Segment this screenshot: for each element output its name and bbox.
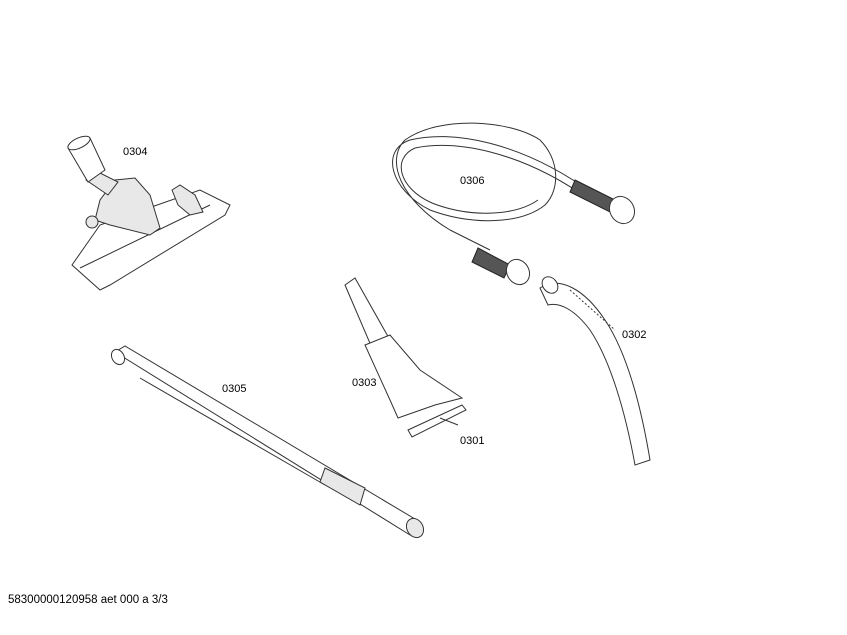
label-0306: 0306 — [460, 175, 485, 187]
part-0306-suction-hose — [392, 122, 636, 286]
part-0304-floor-nozzle — [67, 135, 231, 291]
label-0304: 0304 — [123, 146, 148, 158]
document-reference: 58300000120958 aet 000 a 3/3 — [8, 594, 168, 606]
part-0303-upholstery-nozzle — [344, 277, 464, 419]
part-0302-hose-handle — [539, 276, 651, 466]
label-0303: 0303 — [352, 377, 377, 389]
label-0302: 0302 — [622, 329, 647, 341]
part-0301-nozzle-strip — [407, 404, 467, 438]
leader-line-0301 — [439, 417, 459, 426]
label-0301: 0301 — [460, 435, 485, 447]
part-0305-telescopic-tube — [110, 345, 425, 539]
label-0305: 0305 — [222, 383, 247, 395]
